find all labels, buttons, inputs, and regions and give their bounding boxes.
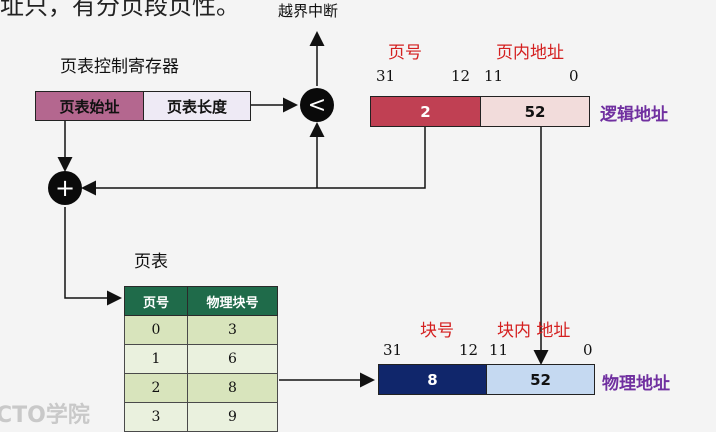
table-row: 0 3 [124, 315, 278, 345]
table-row: 2 8 [124, 373, 278, 403]
page-table-cell: 6 [187, 344, 278, 374]
page-table-cell: 3 [187, 315, 278, 345]
adder-operator: + [48, 171, 82, 205]
logical-offset-cell: 52 [480, 96, 590, 127]
logical-page-no-cell: 2 [370, 96, 481, 127]
overflow-interrupt-label: 越界中断 [278, 2, 339, 20]
compare-operator: < [300, 88, 334, 122]
physical-block-no-cell: 8 [378, 364, 487, 395]
logical-bit-11: 11 [484, 67, 504, 85]
logical-page-no-title: 页号 [388, 43, 422, 63]
physical-block-no-title: 块号 [420, 321, 454, 341]
page-table-cell: 0 [124, 315, 188, 345]
table-row: 3 9 [124, 402, 278, 432]
page-table-cell: 1 [124, 344, 188, 374]
physical-bit-12: 12 [459, 341, 479, 359]
page-table-cell: 9 [187, 402, 278, 432]
logical-address-label: 逻辑地址 [600, 105, 668, 125]
top-partial-title: 址只，有分页段页性。 [0, 0, 240, 20]
page-table-start-field: 页表始址 [35, 91, 144, 121]
physical-bit-11: 11 [489, 341, 509, 359]
page-table-cell: 3 [124, 402, 188, 432]
watermark-logo: CTO学院 [0, 403, 90, 428]
page-table-header-block-no: 物理块号 [187, 286, 278, 316]
page-table: 页号 物理块号 0 3 1 6 2 8 3 9 [124, 286, 278, 432]
logical-offset-title: 页内地址 [496, 43, 564, 63]
page-table-length-field: 页表长度 [143, 91, 251, 121]
page-table-cell: 8 [187, 373, 278, 403]
physical-bit-0: 0 [583, 341, 593, 359]
table-row: 1 6 [124, 344, 278, 374]
physical-address-label: 物理地址 [602, 374, 670, 394]
page-table-header-page-no: 页号 [124, 286, 188, 316]
physical-bit-31: 31 [383, 341, 403, 359]
physical-offset-cell: 52 [486, 364, 595, 395]
logical-bit-12: 12 [451, 67, 471, 85]
page-table-title: 页表 [134, 252, 168, 272]
physical-offset-title: 块内 地址 [497, 321, 571, 341]
logical-bit-0: 0 [569, 67, 579, 85]
logical-bit-31: 31 [376, 67, 396, 85]
page-table-cell: 2 [124, 373, 188, 403]
page-table-register-title: 页表控制寄存器 [60, 57, 179, 77]
